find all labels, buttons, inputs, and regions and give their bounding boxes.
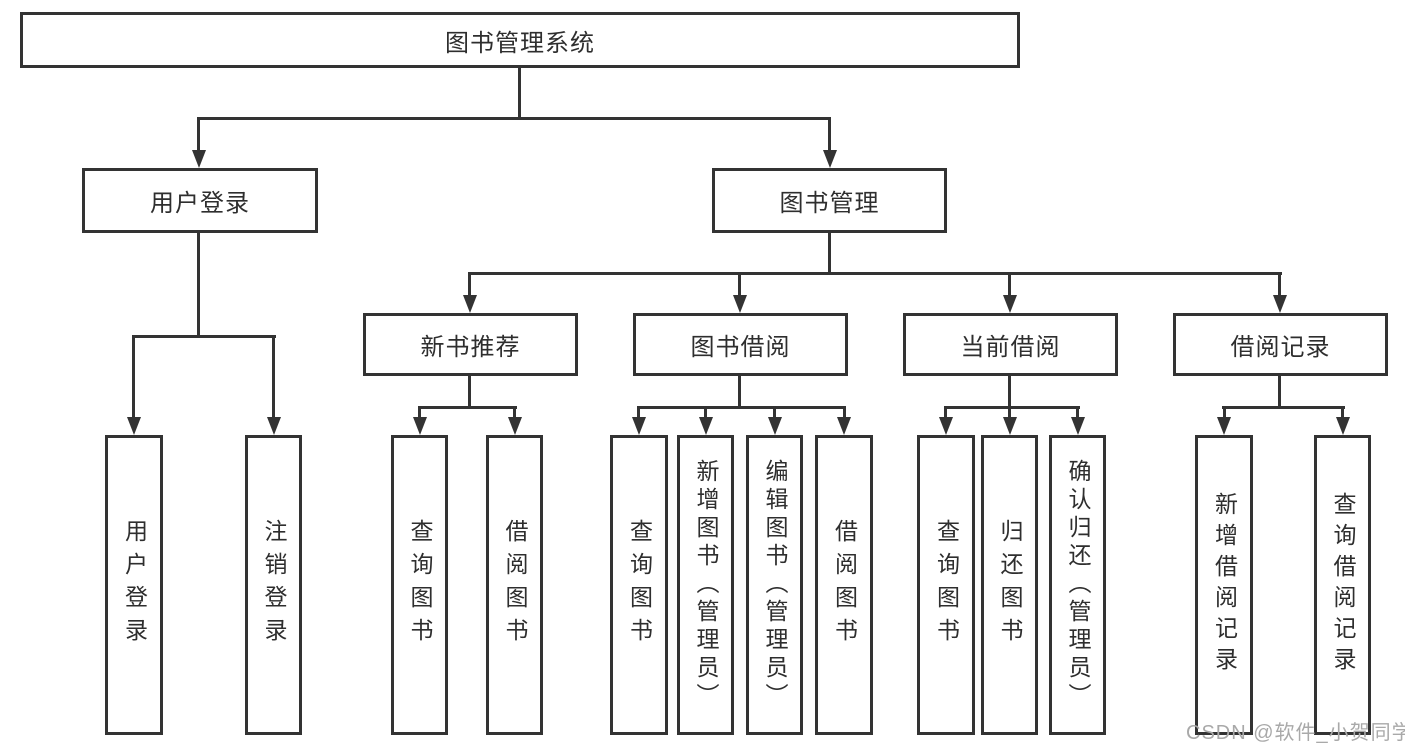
arrow-down-icon	[1217, 417, 1231, 435]
node-label: 当前借阅	[960, 334, 1061, 361]
arrow-down-icon	[267, 417, 281, 435]
node-label: 新书推荐	[420, 334, 521, 361]
connector-line	[197, 233, 200, 336]
connector-line	[637, 409, 640, 418]
leaf-label: 借阅图书	[502, 519, 528, 651]
node-current-borrowing: 当前借阅	[903, 313, 1118, 376]
connector-line	[1223, 409, 1226, 418]
arrow-down-icon	[1003, 295, 1017, 313]
connector-line	[1008, 376, 1011, 408]
node-label: 借阅记录	[1230, 334, 1331, 361]
node-root: 图书管理系统	[20, 12, 1020, 68]
connector-line	[513, 409, 516, 418]
connector-line	[1278, 275, 1281, 296]
connector-line	[272, 338, 275, 418]
leaf-label: 编辑图书（管理员）	[762, 459, 788, 711]
node-label: 图书借阅	[690, 334, 791, 361]
node-borrowing-records: 借阅记录	[1173, 313, 1388, 376]
arrow-down-icon	[699, 417, 713, 435]
leaf-borrow-books-recommend: 借阅图书	[486, 435, 543, 735]
leaf-label: 查询图书	[626, 519, 653, 651]
connector-line	[518, 68, 521, 118]
connector-line	[132, 335, 276, 338]
connector-line	[468, 275, 471, 296]
leaf-query-books-recommend: 查询图书	[391, 435, 448, 735]
leaf-borrow-books: 借阅图书	[815, 435, 873, 735]
leaf-label: 新增图书（管理员）	[693, 459, 719, 711]
connector-line	[1008, 275, 1011, 296]
connector-line	[418, 406, 517, 409]
connector-line	[704, 409, 707, 418]
leaf-label: 归还图书	[997, 519, 1023, 651]
node-book-borrowing: 图书借阅	[633, 313, 848, 376]
arrow-down-icon	[823, 150, 837, 168]
node-label: 图书管理	[779, 190, 880, 217]
arrow-down-icon	[837, 417, 851, 435]
arrow-down-icon	[1336, 417, 1350, 435]
node-user-login: 用户登录	[82, 168, 318, 233]
leaf-label: 借阅图书	[831, 519, 858, 651]
connector-line	[738, 275, 741, 296]
arrow-down-icon	[463, 295, 477, 313]
leaf-label: 查询图书	[933, 519, 960, 651]
leaf-label: 用户登录	[121, 519, 148, 651]
arrow-down-icon	[508, 417, 522, 435]
connector-line	[418, 409, 421, 418]
leaf-label: 查询借阅记录	[1330, 492, 1356, 678]
connector-line	[828, 120, 831, 151]
connector-line	[944, 409, 947, 418]
leaf-query-borrow-record: 查询借阅记录	[1314, 435, 1371, 735]
connector-line	[1222, 406, 1345, 409]
leaf-return-books: 归还图书	[981, 435, 1038, 735]
leaf-label: 注销登录	[261, 519, 287, 651]
csdn-watermark: CSDN @软件_小贺同学	[1186, 722, 1405, 744]
leaf-label: 新增借阅记录	[1211, 492, 1238, 678]
arrow-down-icon	[1071, 417, 1085, 435]
node-book-management: 图书管理	[712, 168, 947, 233]
arrow-down-icon	[1003, 417, 1017, 435]
leaf-add-borrow-record: 新增借阅记录	[1195, 435, 1253, 735]
arrow-down-icon	[768, 417, 782, 435]
connector-line	[1008, 409, 1011, 418]
connector-line	[1341, 409, 1344, 418]
leaf-edit-books-admin: 编辑图书（管理员）	[746, 435, 803, 735]
arrow-down-icon	[733, 295, 747, 313]
leaf-logout: 注销登录	[245, 435, 302, 735]
connector-line	[944, 406, 1080, 409]
connector-line	[197, 117, 831, 120]
connector-line	[1076, 409, 1079, 418]
node-label: 用户登录	[150, 190, 250, 217]
node-new-book-recommend: 新书推荐	[363, 313, 578, 376]
connector-line	[773, 409, 776, 418]
connector-line	[637, 406, 846, 409]
connector-line	[843, 409, 846, 418]
connector-line	[1278, 376, 1281, 408]
leaf-label: 确认归还（管理员）	[1065, 459, 1091, 711]
leaf-label: 查询图书	[407, 519, 433, 651]
connector-line	[828, 233, 831, 273]
leaf-user-login: 用户登录	[105, 435, 163, 735]
leaf-confirm-return-admin: 确认归还（管理员）	[1049, 435, 1106, 735]
leaf-query-books-current: 查询图书	[917, 435, 975, 735]
arrow-down-icon	[192, 150, 206, 168]
connector-line	[468, 376, 471, 408]
arrow-down-icon	[1273, 295, 1287, 313]
arrow-down-icon	[127, 417, 141, 435]
arrow-down-icon	[413, 417, 427, 435]
node-root-label: 图书管理系统	[445, 29, 595, 57]
arrow-down-icon	[939, 417, 953, 435]
connector-line	[197, 120, 200, 151]
arrow-down-icon	[632, 417, 646, 435]
leaf-query-books-borrowing: 查询图书	[610, 435, 668, 735]
leaf-add-books-admin: 新增图书（管理员）	[677, 435, 734, 735]
connector-line	[738, 376, 741, 408]
connector-line	[468, 272, 1282, 275]
connector-line	[132, 338, 135, 418]
